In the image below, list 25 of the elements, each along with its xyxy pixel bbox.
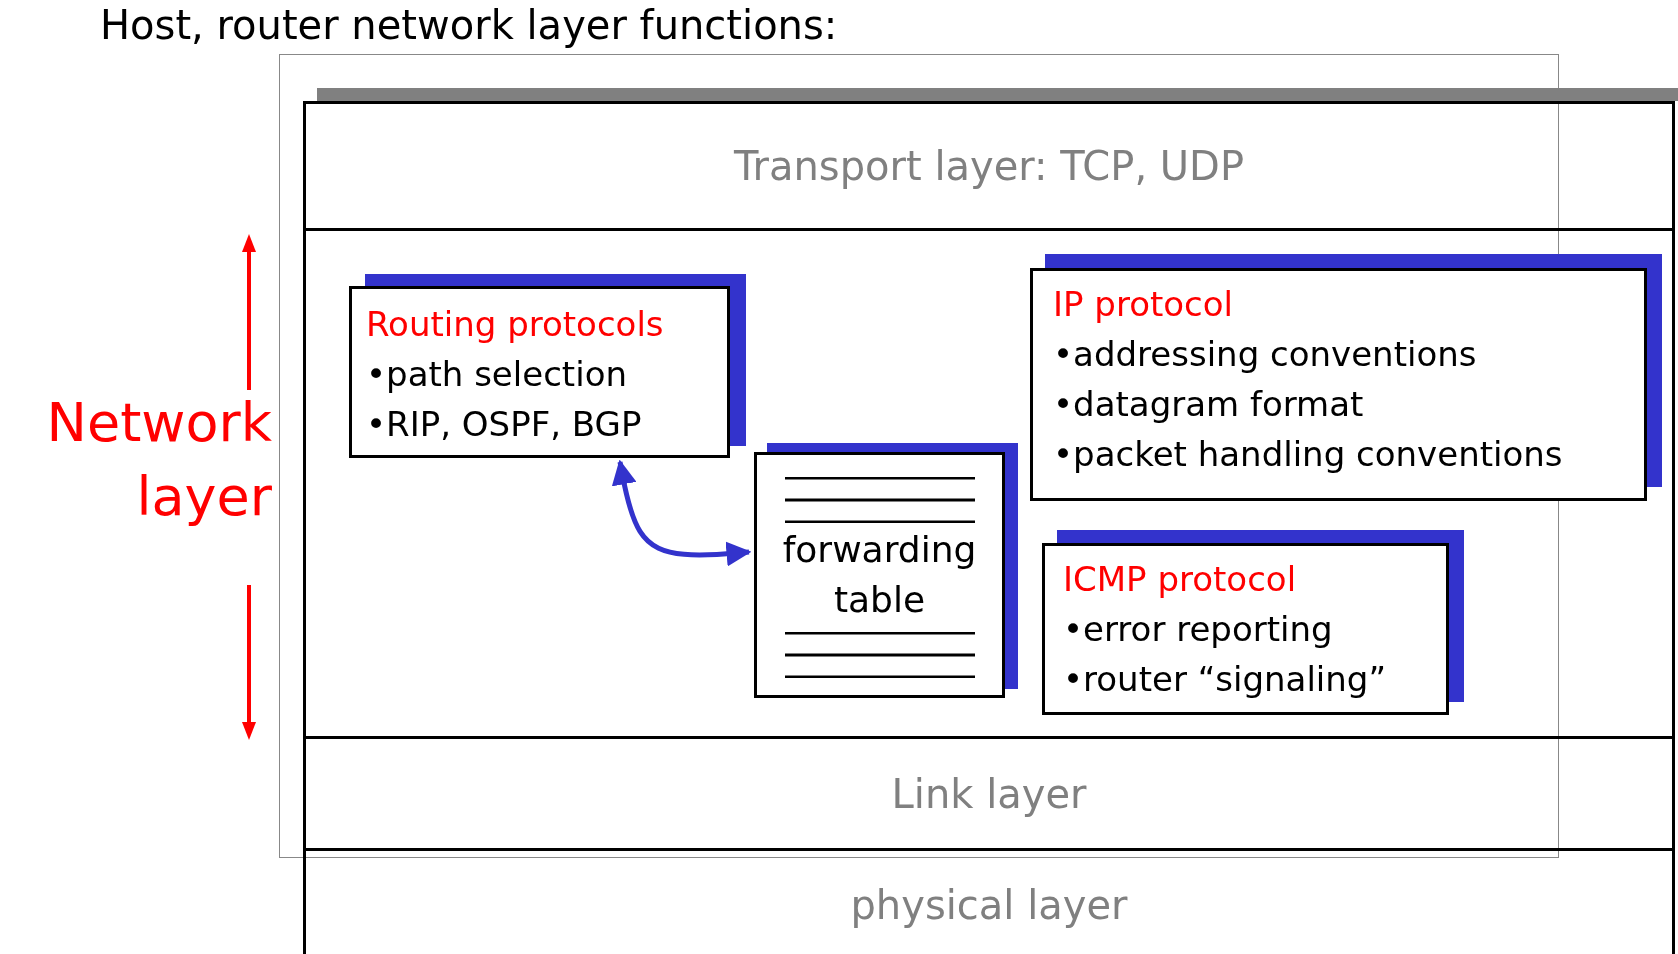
double-arrow — [611, 459, 752, 567]
title: Host, router network layer functions: — [100, 2, 838, 48]
layer-label: physical layer — [850, 881, 1128, 928]
layer-label: Transport layer: TCP, UDP — [734, 143, 1244, 189]
bullet-item: •path selection — [366, 353, 628, 396]
bullet-item: •error reporting — [1063, 608, 1334, 651]
box-heading: Routing protocols — [366, 303, 665, 346]
layer-band — [303, 851, 1675, 954]
layer-band — [303, 739, 1675, 851]
layer-region — [303, 231, 1675, 739]
bullet-item: •datagram format — [1053, 383, 1365, 426]
table-card — [754, 443, 1018, 698]
layer-label: Link layer — [891, 770, 1087, 817]
layer-band — [303, 101, 1675, 231]
box-heading: ICMP protocol — [1063, 558, 1298, 601]
side-label: Network layer — [45, 390, 272, 530]
bullet-item: •router “signaling” — [1063, 658, 1388, 701]
bullet-item: •packet handling conventions — [1053, 433, 1564, 476]
protocol-box — [1030, 254, 1662, 501]
bullet-item: •addressing conventions — [1053, 333, 1478, 376]
bullet-item: •RIP, OSPF, BGP — [366, 403, 643, 446]
protocol-box — [349, 274, 746, 458]
table-label: forwarding table — [781, 528, 978, 622]
protocol-box — [1042, 530, 1464, 715]
box-heading: IP protocol — [1053, 283, 1235, 326]
